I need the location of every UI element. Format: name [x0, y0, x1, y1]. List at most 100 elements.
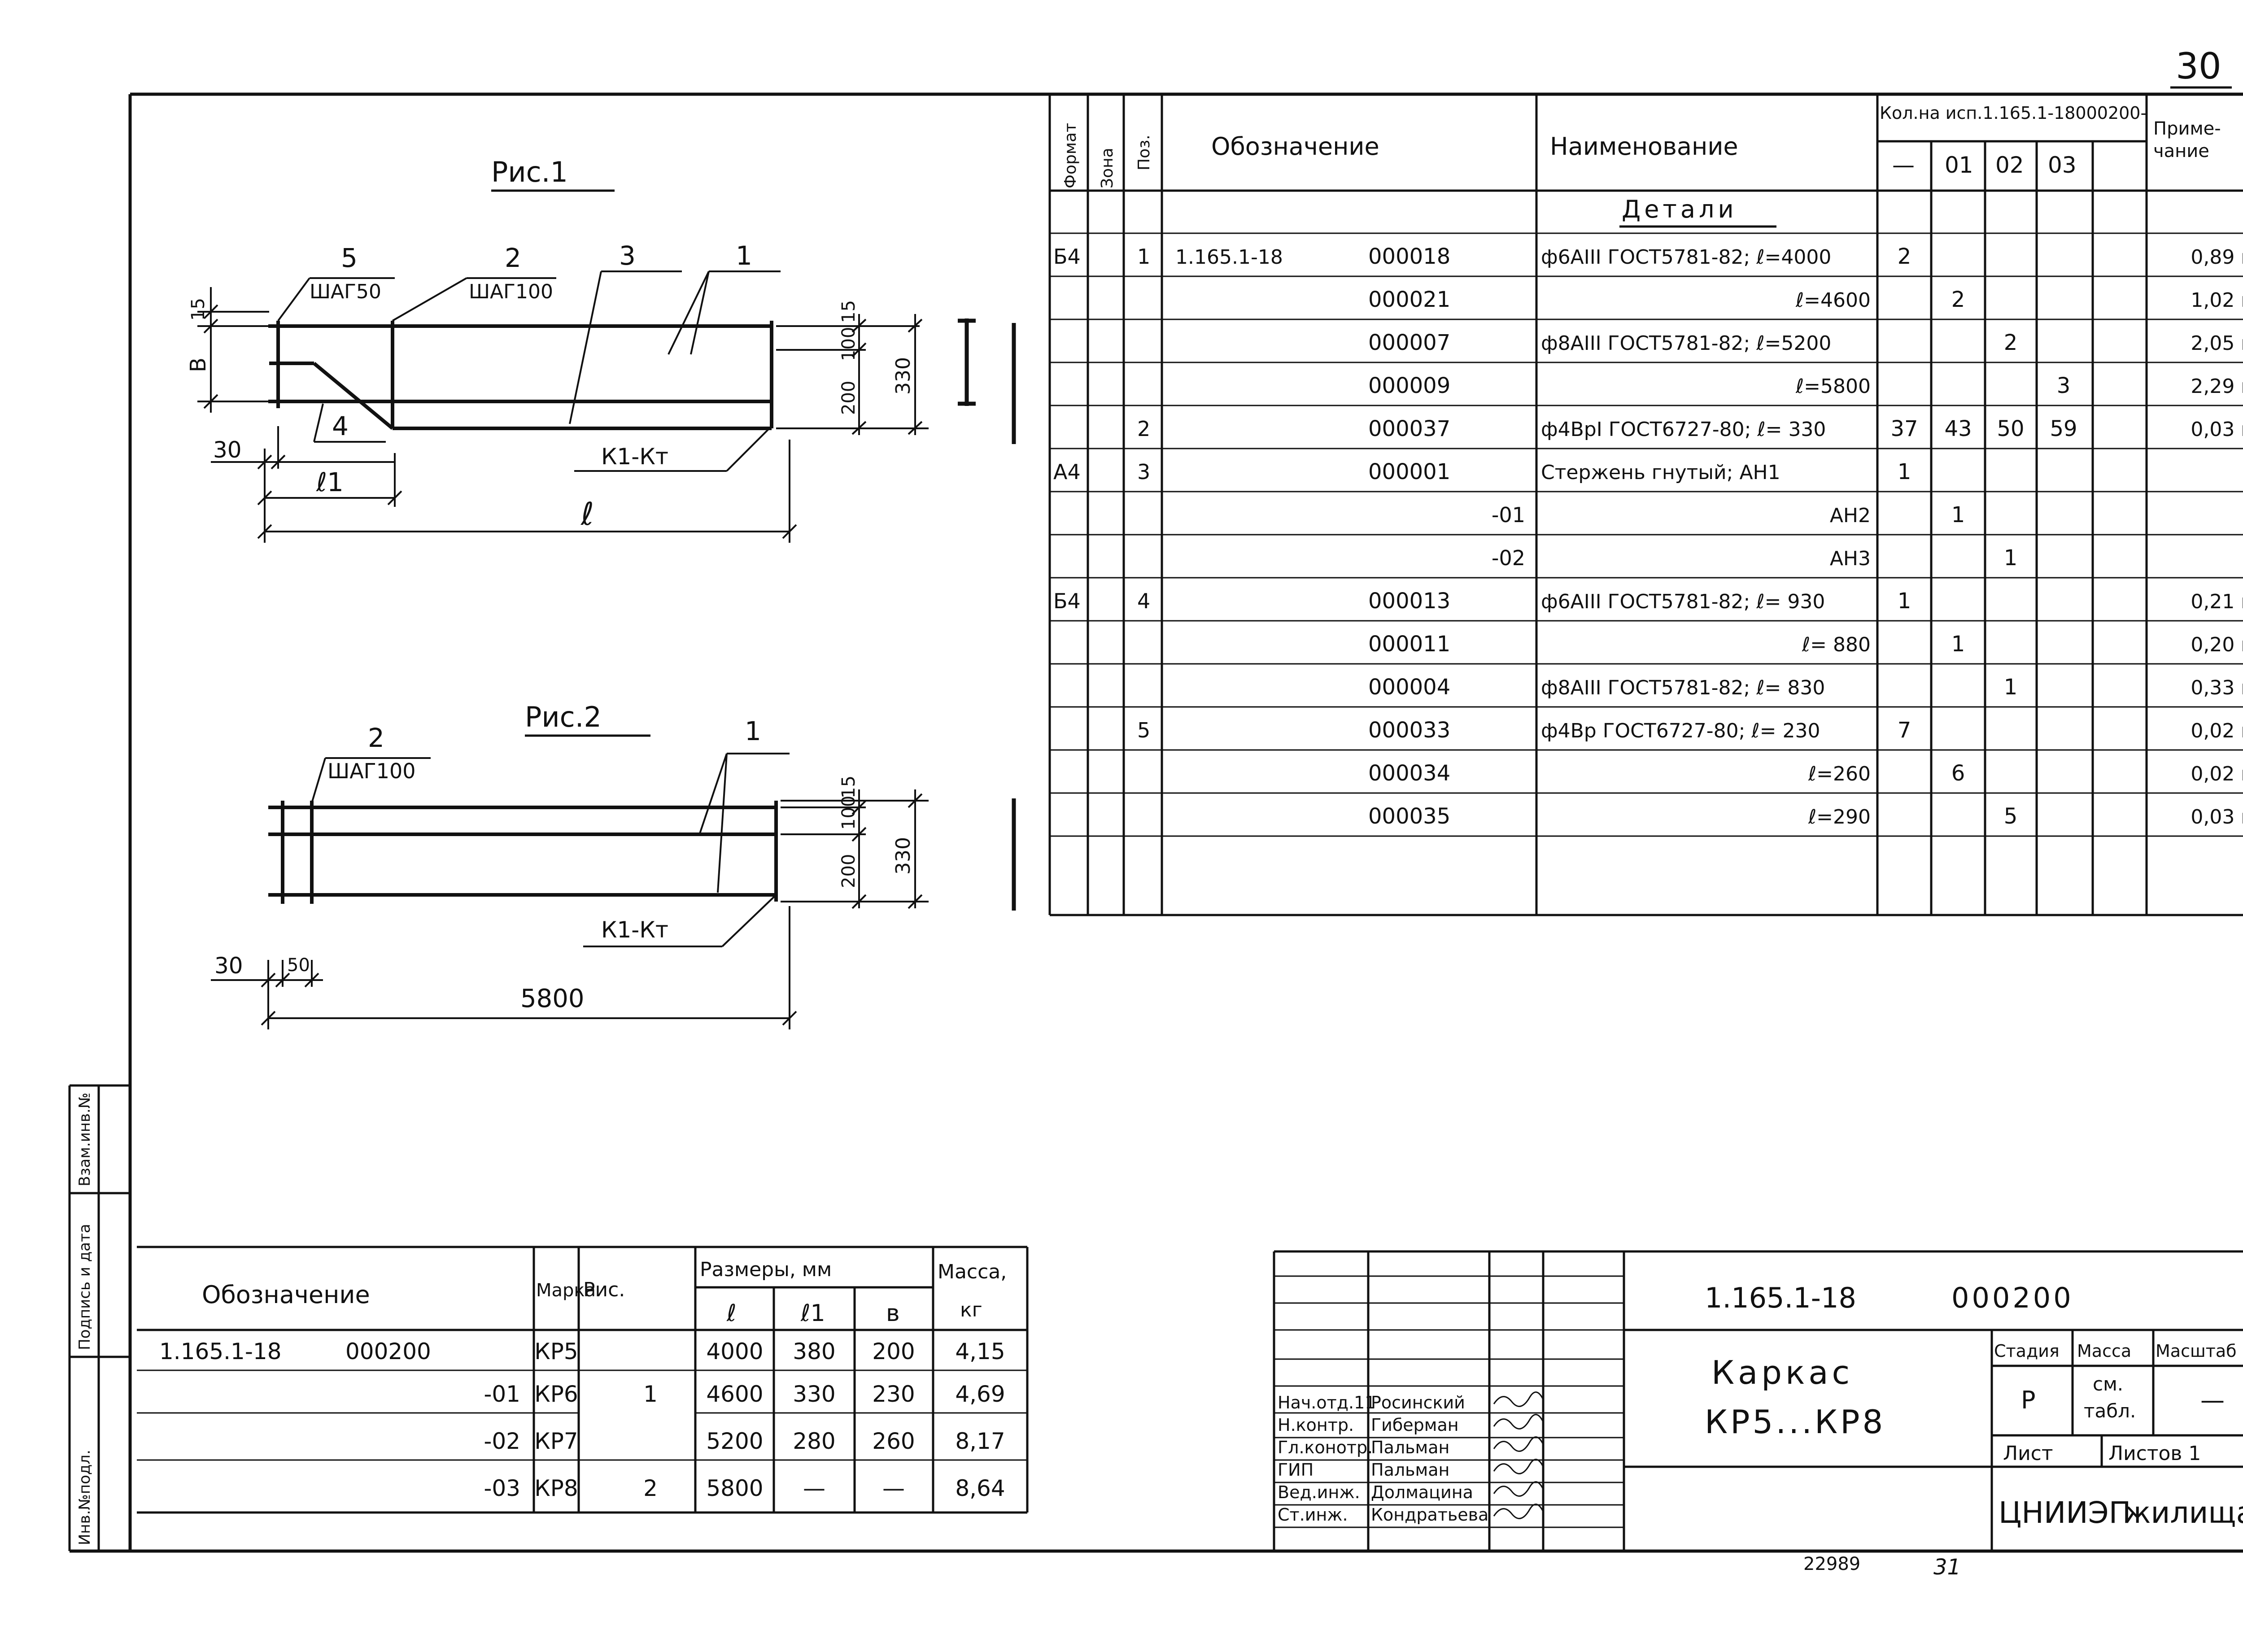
spec-name: ф8АIII ГОСТ5781-82; ℓ= 830: [1541, 676, 1825, 699]
sizes-l: 5200: [706, 1428, 763, 1454]
footer-number: 22989: [1803, 1554, 1860, 1574]
spec-header-format: Формат: [1061, 123, 1080, 188]
fig2-callout-2: 2: [368, 723, 384, 753]
title-name-2: КР5...КР8: [1705, 1403, 1885, 1441]
spec-qty: 59: [2050, 416, 2077, 441]
spec-designation: 000009: [1368, 373, 1450, 398]
sizes-designation: -01: [484, 1381, 520, 1407]
signer-role: Вед.инж.: [1278, 1482, 1360, 1502]
fig1-callout-4: 4: [332, 411, 349, 441]
fig1-step-100: ШАГ100: [469, 280, 553, 303]
spec-note: 0,20 кг: [2191, 633, 2243, 656]
sizes-designation-prefix: 1.165.1-18: [159, 1338, 282, 1364]
fig1-section-view: [958, 318, 1016, 444]
spec-qty: 2: [1898, 244, 1911, 269]
spec-qty: 6: [1951, 761, 1965, 786]
sizes-mark: КР8: [534, 1475, 578, 1501]
signers: Нач.отд.11РосинскийН.контр.ГиберманГл.ко…: [1278, 1391, 1544, 1525]
signer-row: Гл.конотр.Пальман: [1278, 1436, 1544, 1457]
sizes-header-b: в: [886, 1300, 900, 1327]
spec-note: 0,03 кг: [2191, 418, 2243, 441]
spec-name: ℓ=4600: [1795, 289, 1871, 312]
sizes-mass: 4,69: [955, 1381, 1005, 1407]
fig1-callout-3: 3: [619, 240, 636, 271]
side-stamp-inv: Инв.№подл.: [76, 1450, 94, 1545]
spec-designation: 000004: [1368, 675, 1450, 700]
sizes-header-sizes: Размеры, мм: [700, 1258, 832, 1281]
spec-qty-col-3: 03: [2048, 152, 2077, 178]
spec-position: 1: [1137, 244, 1150, 269]
spec-name: ф6АIII ГОСТ5781-82; ℓ=4000: [1541, 246, 1831, 269]
figure-2: Рис.2 2 ШАГ100 1 К1-Кт: [211, 701, 1016, 1029]
spec-name: ф8АIII ГОСТ5781-82; ℓ=5200: [1541, 332, 1831, 355]
sizes-header-mark: Марка: [536, 1280, 596, 1301]
sizes-figure: 1: [643, 1381, 658, 1407]
signer-name: Долмацина: [1371, 1482, 1473, 1502]
spec-qty: 7: [1898, 718, 1911, 743]
title-stage-label: Стадия: [1994, 1341, 2060, 1361]
title-block: Нач.отд.11РосинскийН.контр.ГиберманГл.ко…: [1273, 1250, 2243, 1551]
title-mass-2: табл.: [2084, 1400, 2136, 1422]
signer-name: Кондратьева: [1371, 1505, 1488, 1525]
fig2-title: Рис.2: [525, 701, 602, 733]
fig1-title: Рис.1: [491, 156, 568, 188]
spec-qty: 5: [2004, 804, 2018, 829]
sizes-mass: 8,17: [955, 1428, 1005, 1454]
spec-qty-col-1: 01: [1945, 152, 1973, 178]
fig1-callout-5: 5: [341, 243, 358, 273]
spec-qty: 1: [1951, 502, 1965, 527]
spec-qty: 2: [1951, 287, 1965, 312]
sizes-mark: КР5: [534, 1338, 578, 1364]
sizes-figure: 2: [643, 1475, 658, 1501]
title-name-1: Каркас: [1711, 1354, 1853, 1391]
spec-qty: 1: [2004, 675, 2018, 700]
side-stamp-replace: Взам.инв.№: [76, 1093, 94, 1186]
spec-qty: 43: [1944, 416, 1972, 441]
sizes-l1: 330: [793, 1381, 835, 1407]
sizes-header-mass: Масса,: [938, 1260, 1007, 1283]
spec-table: Формат Зона Поз. Обозначение Наименовани…: [1048, 94, 2243, 916]
fig2-dim-15: 15: [838, 776, 859, 798]
fig2-dim-50: 50: [287, 955, 310, 976]
signer-name: Пальман: [1371, 1438, 1449, 1457]
spec-position: 5: [1137, 718, 1150, 742]
signer-role: Гл.конотр.: [1278, 1438, 1373, 1457]
spec-note: 0,89 кг: [2191, 246, 2243, 269]
signature-mark: [1493, 1414, 1544, 1430]
spec-name: ℓ= 880: [1802, 633, 1871, 656]
signer-role: Ст.инж.: [1278, 1505, 1348, 1525]
spec-section-title: Детали: [1622, 195, 1737, 223]
title-sheets-label: Листов 1: [2108, 1442, 2201, 1465]
spec-designation: 000033: [1368, 718, 1450, 743]
spec-name: ф4Вр ГОСТ6727-80; ℓ= 230: [1541, 719, 1820, 742]
spec-qty: 3: [2057, 373, 2071, 398]
spec-designation: -01: [1492, 503, 1525, 527]
signer-row: Н.контр.Гиберман: [1278, 1414, 1544, 1435]
fig1-dim-200: 200: [838, 381, 859, 415]
spec-name: Стержень гнутый; АН1: [1541, 461, 1780, 484]
spec-name: ℓ=5800: [1795, 375, 1871, 398]
signer-name: Гиберман: [1371, 1415, 1459, 1435]
spec-designation: 000021: [1368, 287, 1450, 312]
side-stamp: Инв.№подл. Подпись и дата Взам.инв.№: [68, 1084, 130, 1551]
sizes-l: 5800: [706, 1475, 763, 1501]
spec-name: ф4ВрI ГОСТ6727-80; ℓ= 330: [1541, 418, 1826, 441]
figure-1: Рис.1 5 ШАГ50 2 ШАГ100 3 1 4: [186, 156, 1016, 543]
spec-name: АН2: [1830, 504, 1871, 527]
spec-designation: -02: [1492, 546, 1525, 570]
sizes-mark: КР6: [534, 1381, 578, 1407]
title-org-1: ЦНИИЭП: [1999, 1495, 2131, 1530]
spec-qty: 1: [1898, 588, 1911, 614]
sizes-l1: 380: [793, 1338, 835, 1364]
sizes-designation: 000200: [345, 1338, 431, 1364]
spec-format: Б4: [1053, 589, 1081, 613]
